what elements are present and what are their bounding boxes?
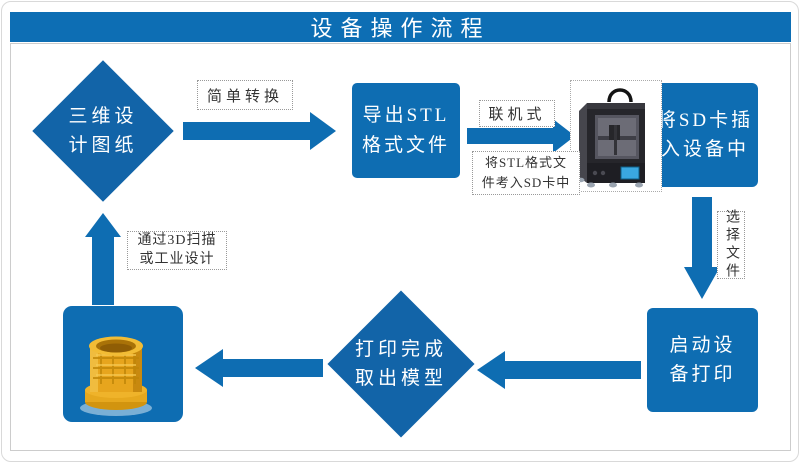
convert-arrow-shaft — [183, 122, 310, 140]
start-to-done-arrow-head — [477, 351, 505, 389]
print-done-diamond-label: 打印完成 取出模型 — [354, 339, 447, 389]
online-label: 联机式 — [479, 100, 555, 127]
insert-sd-node: 将SD卡插 入设备中 — [652, 83, 758, 187]
design-diamond-label: 三维设 计图纸 — [68, 106, 138, 156]
copy-to-sd-label: 将STL格式文 件考入SD卡中 — [472, 151, 580, 195]
start-to-done-arrow-shaft — [505, 361, 641, 379]
done-to-model-arrow-head — [195, 349, 223, 387]
done-to-model-arrow-shaft — [223, 359, 323, 377]
scan-label: 通过3D扫描 或工业设计 — [127, 231, 227, 270]
printed-model-icon — [80, 336, 152, 416]
start-print-node: 启动设 备打印 — [647, 308, 758, 412]
printer-icon — [577, 88, 645, 188]
export-stl-node: 导出STL 格式文件 — [352, 83, 460, 178]
convert-arrow-head — [310, 112, 336, 150]
select-file-label: 选择文件 — [717, 209, 745, 281]
model-photo — [63, 306, 183, 422]
online-arrow-shaft — [467, 128, 555, 144]
title-bar: 设备操作流程 — [10, 12, 791, 42]
select-arrow-shaft — [692, 197, 712, 267]
printer-photo — [570, 80, 662, 192]
select-arrow-head — [684, 267, 720, 299]
online-arrow-head — [553, 119, 575, 153]
convert-label: 简单转换 — [197, 80, 293, 110]
scan-arrow-shaft — [92, 237, 114, 305]
scan-arrow-head — [85, 213, 121, 237]
page-title: 设备操作流程 — [310, 16, 491, 41]
